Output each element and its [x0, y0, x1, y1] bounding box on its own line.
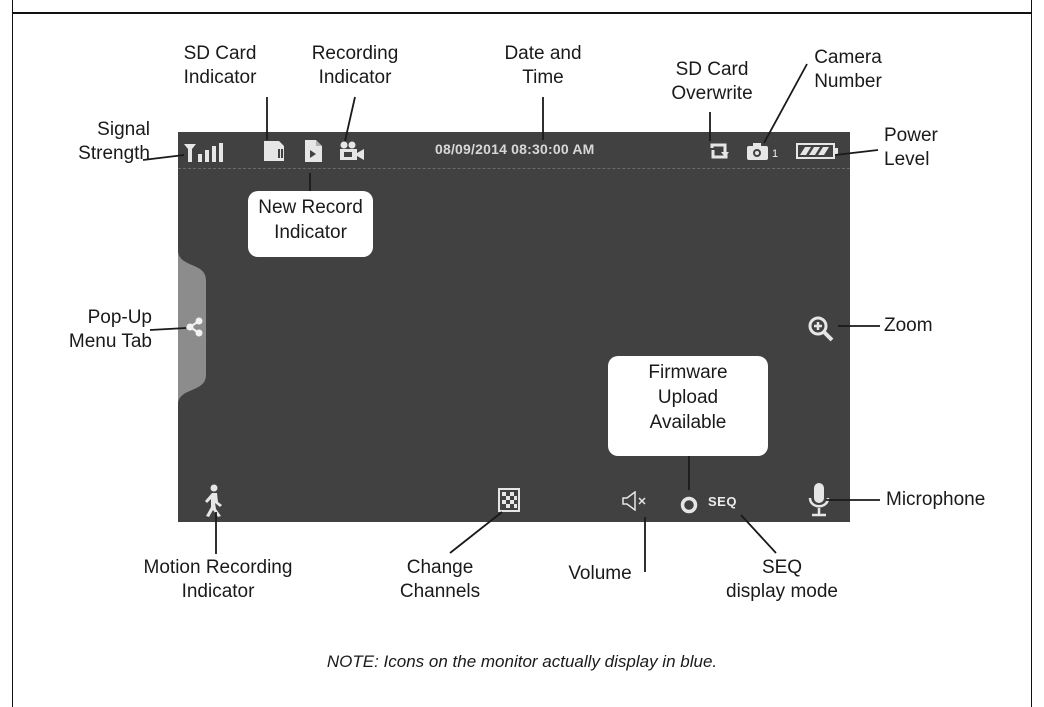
status-datetime: 08/09/2014 08:30:00 AM [435, 141, 595, 157]
microphone-icon[interactable] [808, 482, 830, 518]
label-microphone: Microphone [886, 489, 986, 510]
label-change-channels: Change Channels [399, 557, 481, 602]
signal-icon [184, 143, 223, 162]
label-zoom: Zoom [884, 315, 933, 336]
label-seq-mode: SEQ display mode [726, 557, 838, 602]
footnote: NOTE: Icons on the monitor actually disp… [326, 652, 718, 671]
status-bar [178, 132, 850, 169]
label-sd-overwrite: SD Card Overwrite [671, 59, 753, 104]
diagram-frame [12, 0, 1032, 707]
label-signal-strength: Signal Strength [78, 119, 150, 164]
label-popup-menu: Pop-Up Menu Tab [68, 307, 152, 352]
sd-card-icon [264, 141, 284, 161]
label-recording: Recording Indicator [311, 43, 399, 88]
popup-menu-icon [186, 317, 203, 337]
volume-icon[interactable] [620, 491, 648, 511]
popup-menu-tab[interactable] [178, 250, 208, 405]
callout-new-record: New Record Indicator [248, 191, 373, 257]
label-power-level: Power Level [884, 125, 938, 170]
battery-icon [796, 143, 838, 159]
label-volume: Volume [568, 563, 632, 584]
label-sd-card: SD Card Indicator [183, 43, 257, 88]
frame-top-border [12, 12, 1032, 14]
motion-icon [205, 484, 222, 517]
new-record-icon [305, 140, 322, 162]
overwrite-icon [710, 143, 729, 159]
label-camera-number: Camera Number [814, 47, 882, 92]
camera-icon [747, 143, 768, 160]
label-motion-recording: Motion Recording Indicator [143, 557, 293, 602]
firmware-icon[interactable] [680, 496, 698, 514]
recording-icon [340, 141, 364, 160]
zoom-icon[interactable] [808, 316, 834, 342]
channels-icon[interactable] [498, 488, 520, 512]
label-date-time: Date and Time [504, 43, 582, 88]
callout-firmware: Firmware Upload Available [608, 356, 768, 456]
seq-button[interactable]: SEQ [708, 494, 737, 509]
camera-number-value: 1 [772, 148, 779, 160]
